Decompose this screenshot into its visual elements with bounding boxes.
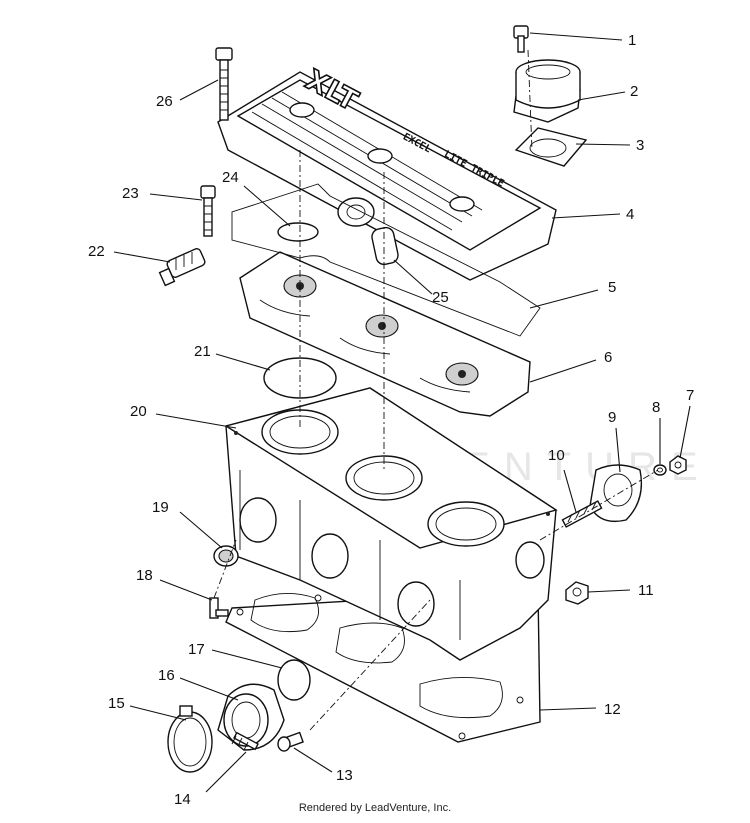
stud-10 [561, 500, 603, 528]
washer-8 [653, 464, 667, 476]
callout-11: 11 [638, 582, 654, 599]
hose-clamp [167, 705, 213, 773]
screw-14 [231, 731, 259, 751]
o-ring-24 [277, 222, 319, 242]
callout-9: 9 [608, 409, 616, 426]
plug-19 [213, 545, 239, 567]
bolt-13 [277, 731, 304, 752]
o-ring-17 [277, 659, 311, 701]
callout-21: 21 [194, 343, 211, 360]
callout-16: 16 [158, 667, 175, 684]
intake-boot [217, 683, 285, 751]
nut-11 [565, 581, 589, 605]
callout-3: 3 [636, 137, 644, 154]
callout-4: 4 [626, 206, 634, 223]
leader-lines [113, 32, 691, 793]
bolt-23 [200, 185, 216, 237]
fitting-18 [209, 597, 229, 619]
callout-numbers: 1 2 3 4 5 6 7 8 9 10 11 12 13 14 15 16 1… [88, 32, 694, 808]
callout-6: 6 [604, 349, 612, 366]
callout-26: 26 [156, 93, 173, 110]
callout-7: 7 [686, 387, 694, 404]
valve-cover: XLT EXCEL LITE TRIPLE [217, 62, 557, 281]
callout-18: 18 [136, 567, 153, 584]
callout-5: 5 [608, 279, 616, 296]
callout-15: 15 [108, 695, 125, 712]
nut-7 [669, 455, 687, 475]
callout-19: 19 [152, 499, 169, 516]
callout-17: 17 [188, 641, 205, 658]
cylinder-block [224, 387, 558, 661]
callout-1: 1 [628, 32, 636, 49]
callout-22: 22 [88, 243, 105, 260]
callout-10: 10 [548, 447, 565, 464]
temperature-sensor [158, 248, 206, 287]
callout-20: 20 [130, 403, 147, 420]
bolt-1 [513, 25, 529, 53]
callout-12: 12 [604, 701, 621, 718]
callout-23: 23 [122, 185, 139, 202]
callout-8: 8 [652, 399, 660, 416]
cover-fitting [371, 226, 399, 266]
bolt-26 [215, 47, 233, 121]
render-credit: Rendered by LeadVenture, Inc. [298, 802, 452, 814]
thermostat-housing [513, 59, 581, 123]
callout-14: 14 [174, 791, 191, 808]
cylinder-head [239, 251, 531, 417]
callout-2: 2 [630, 83, 638, 100]
housing-gasket [514, 127, 588, 167]
callout-25: 25 [432, 289, 449, 306]
callout-24: 24 [222, 169, 239, 186]
exhaust-gasket [589, 464, 643, 523]
callout-13: 13 [336, 767, 353, 784]
